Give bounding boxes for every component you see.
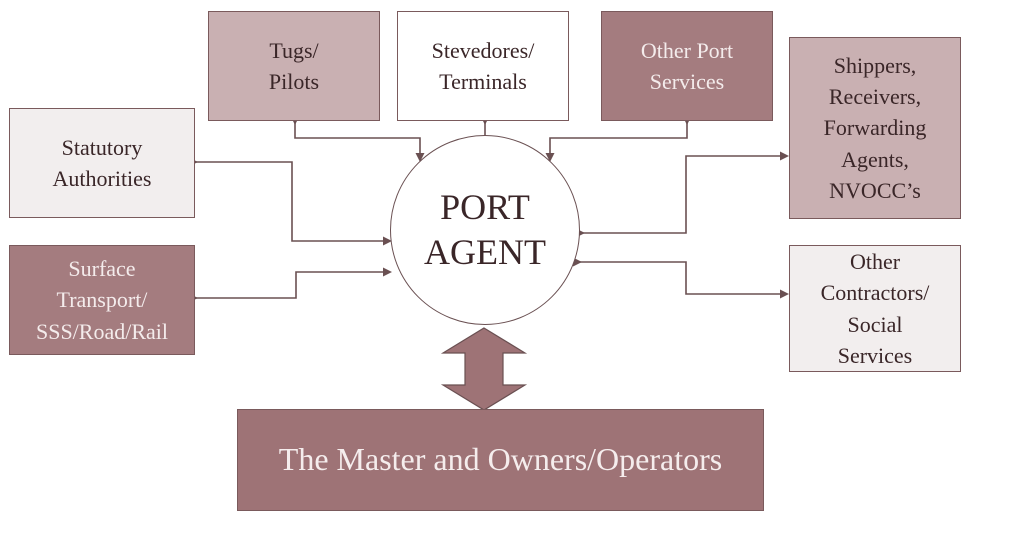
box-other-port-label: Other Port Services (640, 37, 734, 94)
box-master-label: The Master and Owners/Operators (278, 441, 723, 478)
box-other-port-services: Other Port Services (601, 11, 773, 121)
connector-surface (189, 267, 392, 303)
connector-other-port (545, 116, 692, 162)
box-tugs-pilots: Tugs/ Pilots (208, 11, 380, 121)
connector-statutory (189, 157, 392, 246)
box-other-contractors: Other Contractors/ Social Services (789, 245, 961, 372)
connector-tugs (290, 116, 425, 162)
box-master-owners: The Master and Owners/Operators (237, 409, 764, 511)
box-surface-label: Surface Transport/ SSS/Road/Rail (35, 256, 169, 344)
box-stevedores-label: Stevedores/ Terminals (431, 37, 535, 94)
box-statutory-label: Statutory Authorities (52, 134, 152, 191)
connector-contractors (573, 257, 789, 299)
double-arrow-master (440, 327, 528, 411)
box-surface-transport: Surface Transport/ SSS/Road/Rail (9, 245, 195, 355)
box-tugs-label: Tugs/ Pilots (268, 37, 320, 94)
box-contractors-label: Other Contractors/ Social Services (820, 249, 930, 368)
box-stevedores-terminals: Stevedores/ Terminals (397, 11, 569, 121)
port-agent-label: PORT AGENT (424, 187, 546, 272)
box-statutory-authorities: Statutory Authorities (9, 108, 195, 218)
port-agent-circle: PORT AGENT (390, 135, 580, 325)
box-shippers-label: Shippers, Receivers, Forwarding Agents, … (823, 52, 927, 203)
connector-shippers (576, 151, 789, 238)
box-shippers: Shippers, Receivers, Forwarding Agents, … (789, 37, 961, 219)
